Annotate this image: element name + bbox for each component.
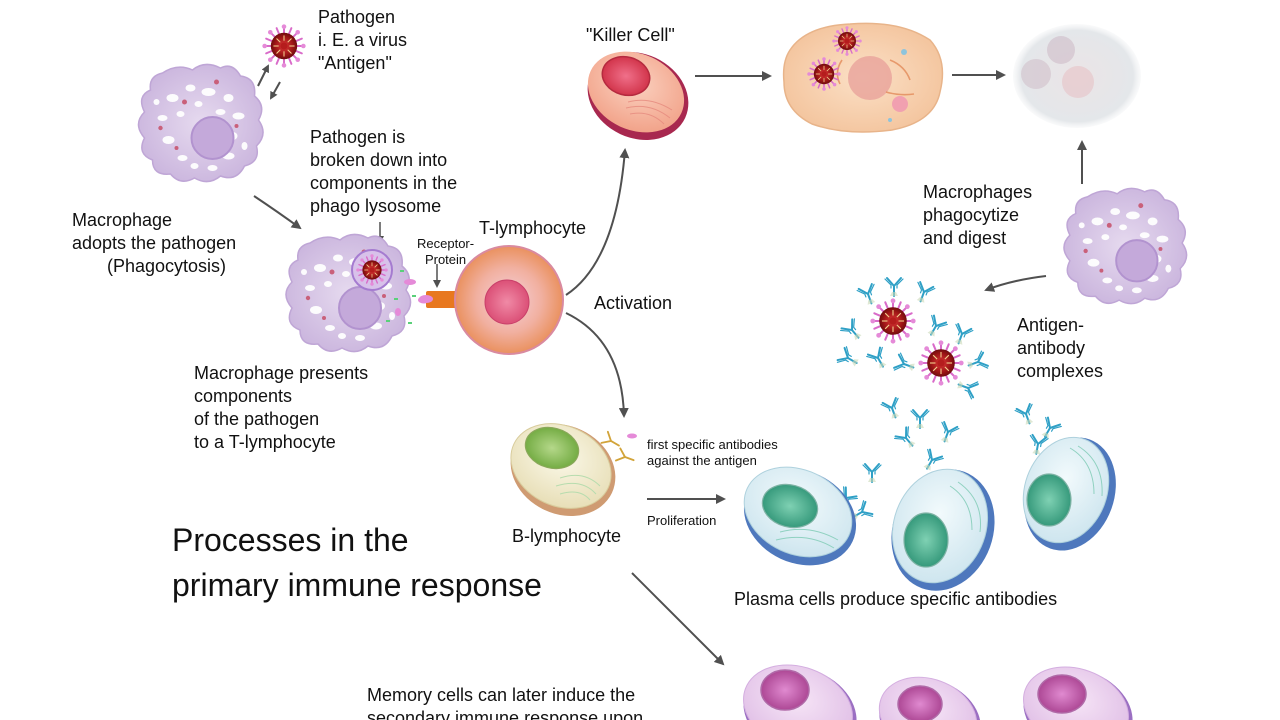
diagram-title-line2: primary immune response bbox=[172, 567, 542, 603]
label-macrophages-phagocytize: Macrophages phagocytize and digest bbox=[923, 182, 1033, 248]
label-b-lymphocyte: B-lymphocyte bbox=[512, 526, 622, 546]
label-plasma-cells: Plasma cells produce specific antibodies bbox=[734, 589, 1058, 609]
plasma-cell-2 bbox=[891, 468, 995, 591]
plasma-cell-3 bbox=[1022, 436, 1116, 551]
killer-cell bbox=[587, 51, 689, 140]
label-macrophage-adopts: Macrophage adopts the pathogen (Phagocyt… bbox=[72, 210, 237, 276]
label-killer-cell: "Killer Cell" bbox=[586, 25, 675, 45]
t-lymphocyte bbox=[454, 245, 564, 355]
plasma-cell-1 bbox=[743, 466, 857, 566]
macrophage-top bbox=[137, 63, 265, 183]
label-memory-cells: Memory cells can later induce the second… bbox=[367, 685, 644, 720]
macrophage-right bbox=[1062, 187, 1188, 305]
label-antigen-antibody-complexes: Antigen- antibody complexes bbox=[1017, 315, 1104, 381]
label-pathogen-broken-down: Pathogen is broken down into components … bbox=[310, 127, 458, 216]
b-lymphocyte bbox=[510, 423, 637, 516]
macrophage-presenting bbox=[284, 233, 430, 353]
label-receptor-protein: Receptor- Protein bbox=[417, 236, 475, 267]
arrow-macrophage-to-pathogen bbox=[257, 64, 269, 87]
label-first-antibodies: first specific antibodies against the an… bbox=[647, 437, 778, 468]
arrow-to-memory bbox=[631, 572, 725, 666]
pathogen-virus bbox=[262, 24, 306, 68]
arrow-activation-up bbox=[565, 148, 630, 296]
memory-cell-3 bbox=[1023, 666, 1133, 720]
diagram-title-line1: Processes in the bbox=[172, 522, 409, 558]
destroyed-cell bbox=[1013, 24, 1141, 128]
memory-cell-2 bbox=[878, 676, 981, 720]
label-proliferation: Proliferation bbox=[647, 513, 717, 528]
memory-cell-1 bbox=[743, 664, 857, 720]
receptor-protein bbox=[426, 291, 460, 308]
infected-cell bbox=[782, 22, 944, 133]
arrow-activation-down bbox=[565, 312, 629, 418]
arrow-pathogen-to-macrophage bbox=[270, 81, 281, 100]
label-pathogen: Pathogen i. E. a virus "Antigen" bbox=[318, 7, 408, 73]
label-t-lymphocyte: T-lymphocyte bbox=[479, 218, 587, 238]
label-activation: Activation bbox=[594, 293, 673, 313]
arrow-phagocytosis bbox=[253, 195, 302, 230]
label-macrophage-presents: Macrophage presents components of the pa… bbox=[194, 363, 369, 452]
arrow-to-complexes bbox=[984, 275, 1047, 292]
